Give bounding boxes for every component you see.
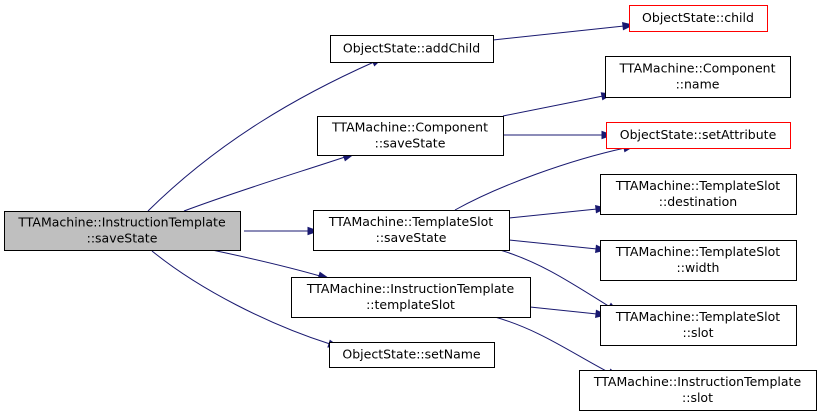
node-tsSaveState[interactable]: TTAMachine::TemplateSlot::saveState xyxy=(313,210,510,251)
edge-line xyxy=(508,239,598,250)
edge-line xyxy=(492,25,625,41)
node-label-line: ::saveState xyxy=(87,231,158,246)
edge-root-to-compSaveState xyxy=(183,153,355,212)
edge-compSaveState-to-setAttribute xyxy=(503,130,614,140)
node-setName[interactable]: ObjectState::setName xyxy=(329,342,495,368)
node-box xyxy=(4,211,241,251)
node-tsSlot[interactable]: TTAMachine::TemplateSlot::slot xyxy=(600,305,797,346)
node-box xyxy=(629,5,768,32)
node-itSlot[interactable]: TTAMachine::InstructionTemplate::slot xyxy=(579,370,817,411)
node-itTemplateSlot[interactable]: TTAMachine::InstructionTemplate::templat… xyxy=(291,277,531,318)
edge-line xyxy=(529,306,598,315)
node-label-line: TTAMachine::TemplateSlot xyxy=(328,214,493,229)
node-label-line: TTAMachine::InstructionTemplate xyxy=(306,281,515,296)
node-label-line: ObjectState::setName xyxy=(342,347,481,362)
edge-root-to-tsSaveState xyxy=(244,226,320,236)
node-box xyxy=(606,122,791,149)
node-label-line: ::destination xyxy=(659,194,737,209)
edge-compSaveState-to-compName xyxy=(502,92,614,117)
node-addChild[interactable]: ObjectState::addChild xyxy=(330,35,494,63)
edge-line xyxy=(502,95,604,117)
edge-line xyxy=(508,208,598,219)
edge-line xyxy=(499,249,611,308)
node-label-line: ::templateSlot xyxy=(366,297,455,312)
edge-line xyxy=(494,316,611,374)
node-label-line: ObjectState::addChild xyxy=(343,41,480,56)
edge-line xyxy=(147,61,375,212)
node-label-line: TTAMachine::TemplateSlot xyxy=(615,309,780,324)
node-label-line: ::saveState xyxy=(375,136,446,151)
node-box xyxy=(605,56,791,98)
node-label-line: TTAMachine::InstructionTemplate xyxy=(593,374,802,389)
edge-tsSaveState-to-tsDestination xyxy=(508,204,608,219)
node-label-line: TTAMachine::Component xyxy=(331,120,488,135)
node-box xyxy=(313,210,510,251)
node-box xyxy=(600,240,797,281)
edge-line xyxy=(211,249,321,277)
node-label-line: TTAMachine::InstructionTemplate xyxy=(17,215,226,230)
node-root[interactable]: TTAMachine::InstructionTemplate::saveSta… xyxy=(4,211,241,251)
node-box xyxy=(330,35,494,63)
node-label-line: ::slot xyxy=(682,390,713,405)
edge-addChild-to-child xyxy=(492,21,635,41)
node-tsDestination[interactable]: TTAMachine::TemplateSlot::destination xyxy=(600,174,797,215)
edge-itTemplateSlot-to-itSlot xyxy=(494,316,620,378)
node-box xyxy=(329,342,495,368)
node-label-line: ObjectState::child xyxy=(642,10,754,25)
node-label-line: TTAMachine::TemplateSlot xyxy=(615,178,780,193)
node-label-line: ::name xyxy=(676,77,720,92)
edge-line xyxy=(183,156,346,212)
edge-line xyxy=(454,147,626,211)
node-box xyxy=(600,305,797,346)
node-box xyxy=(600,174,797,215)
node-compName[interactable]: TTAMachine::Component::name xyxy=(605,56,791,98)
node-box xyxy=(291,277,531,318)
node-label-line: TTAMachine::Component xyxy=(619,61,776,76)
node-box xyxy=(579,370,817,411)
edges-layer xyxy=(147,21,636,378)
edge-itTemplateSlot-to-tsSlot xyxy=(529,306,608,319)
edge-line xyxy=(151,250,331,345)
node-child[interactable]: ObjectState::child xyxy=(629,5,768,32)
node-label-line: ::width xyxy=(677,260,720,275)
edge-root-to-itTemplateSlot xyxy=(211,249,331,280)
node-label-line: ::slot xyxy=(683,325,714,340)
node-label-line: TTAMachine::TemplateSlot xyxy=(615,244,780,259)
node-tsWidth[interactable]: TTAMachine::TemplateSlot::width xyxy=(600,240,797,281)
nodes-layer: TTAMachine::InstructionTemplate::saveSta… xyxy=(4,5,817,411)
node-box xyxy=(317,116,504,156)
edge-tsSaveState-to-tsWidth xyxy=(508,239,608,254)
node-setAttribute[interactable]: ObjectState::setAttribute xyxy=(606,122,791,149)
node-label-line: ObjectState::setAttribute xyxy=(620,127,777,142)
node-label-line: ::saveState xyxy=(376,230,447,245)
arrowhead-icon xyxy=(622,21,635,31)
node-compSaveState[interactable]: TTAMachine::Component::saveState xyxy=(317,116,504,156)
